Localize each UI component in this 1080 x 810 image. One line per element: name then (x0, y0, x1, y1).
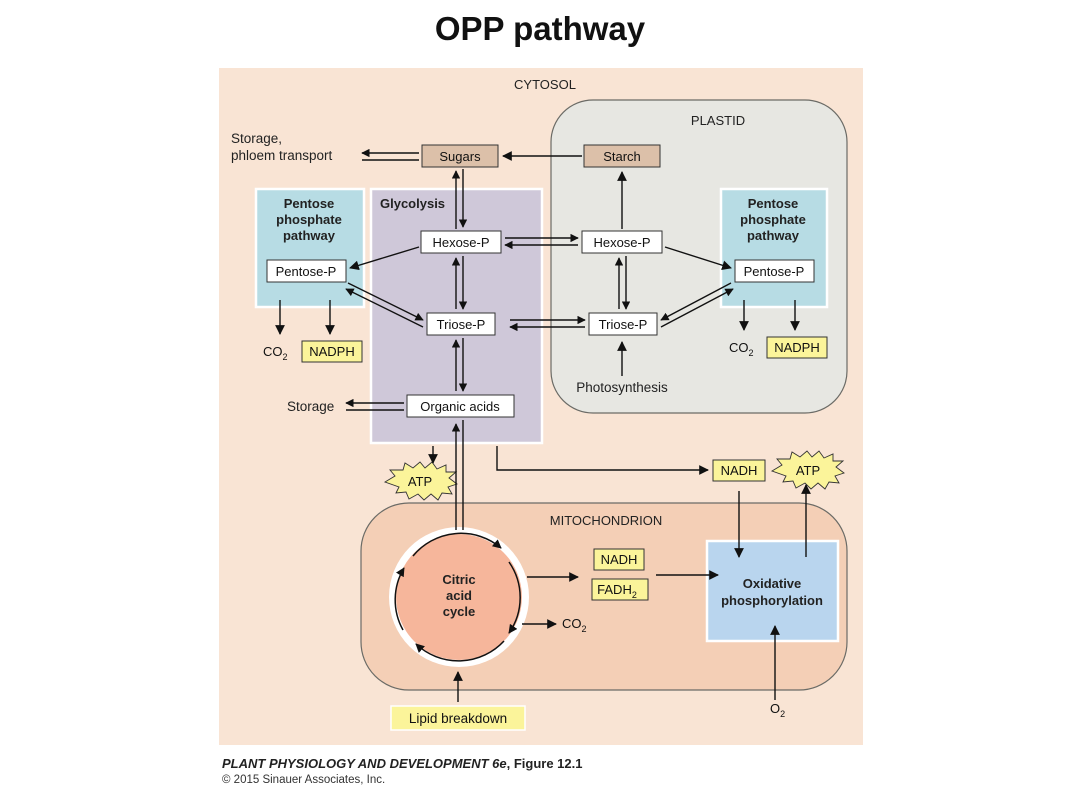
o2-label: O2 (770, 701, 785, 719)
nadph-left-box (301, 340, 363, 363)
citric-cycle-circle (396, 534, 522, 660)
triose-p-plastid-label: Triose-P (599, 317, 648, 332)
citric-line3: cycle (443, 604, 476, 619)
fadh2-box (591, 578, 649, 601)
triose-p-cytosol-box (426, 312, 496, 336)
ppp-right-panel (719, 187, 829, 309)
pentose-p-left-box (266, 259, 347, 283)
arrow-pentose-triose-right-a (660, 282, 732, 321)
lipid-breakdown-label: Lipid breakdown (409, 711, 507, 726)
arrow-pentose-triose-left-a (347, 282, 424, 321)
cycle-arrow-bottom (415, 640, 505, 662)
nadh-mito-box (593, 548, 645, 571)
atp-left-label: ATP (408, 474, 432, 489)
hexose-p-cytosol-label: Hexose-P (432, 235, 489, 250)
starch-box (583, 144, 661, 168)
ppp-left-line1: Pentose (284, 196, 335, 211)
mitochondrion-label: MITOCHONDRION (550, 513, 662, 528)
photosynthesis-label: Photosynthesis (576, 380, 668, 395)
storage-phloem-line2: phloem transport (231, 148, 333, 163)
copyright-notice: © 2015 Sinauer Associates, Inc. (222, 774, 386, 786)
atp-left-burst (383, 461, 458, 501)
co2-right-label: CO2 (729, 340, 754, 358)
starch-label: Starch (603, 149, 641, 164)
storage-label: Storage (287, 399, 334, 414)
cycle-arrow-left (394, 567, 405, 631)
citric-line1: Citric (442, 572, 475, 587)
oxphos-line2: phosphorylation (721, 593, 823, 608)
sugars-box (421, 144, 499, 168)
ppp-right-line3: pathway (747, 228, 800, 243)
pentose-p-right-box (734, 259, 815, 283)
hexose-p-plastid-box (581, 230, 663, 254)
citric-line2: acid (446, 588, 472, 603)
triose-p-cytosol-label: Triose-P (437, 317, 486, 332)
ppp-left-panel (254, 187, 366, 309)
caption-book: PLANT PHYSIOLOGY AND DEVELOPMENT 6e (222, 756, 507, 771)
nadph-right-box (766, 336, 828, 359)
organic-acids-box (406, 394, 515, 418)
lipid-breakdown-box (390, 705, 526, 731)
nadph-left-label: NADPH (309, 344, 355, 359)
caption-figure: , Figure 12.1 (506, 756, 583, 771)
oxphos-line1: Oxidative (743, 576, 802, 591)
co2-mito-label: CO2 (562, 616, 587, 634)
ppp-left-line2: phosphate (276, 212, 342, 227)
plastid-label: PLASTID (691, 113, 745, 128)
triose-p-plastid-box (588, 312, 658, 336)
cycle-arrow-right (508, 561, 521, 634)
storage-phloem-line1: Storage, (231, 131, 282, 146)
oxphos-panel (705, 539, 840, 643)
page-title: OPP pathway (434, 10, 646, 47)
cycle-arrow-top (412, 532, 502, 557)
atp-right-label: ATP (796, 463, 820, 478)
hexose-p-plastid-label: Hexose-P (593, 235, 650, 250)
nadh-mito-label: NADH (601, 552, 638, 567)
ppp-right-line2: phosphate (740, 212, 806, 227)
ppp-right-line1: Pentose (748, 196, 799, 211)
organic-acids-label: Organic acids (420, 399, 500, 414)
ppp-left-line3: pathway (283, 228, 336, 243)
hexose-p-cytosol-box (420, 230, 502, 254)
glycolysis-label: Glycolysis (380, 196, 445, 211)
co2-left-label: CO2 (263, 344, 288, 362)
nadph-right-label: NADPH (774, 340, 820, 355)
figure-caption: PLANT PHYSIOLOGY AND DEVELOPMENT 6e, Fig… (222, 756, 582, 771)
arrow-pentose-triose-right-b (660, 288, 734, 328)
arrows (275, 148, 811, 702)
sugars-label: Sugars (439, 149, 481, 164)
arrow-glycolysis-to-nadh (496, 446, 709, 475)
cytosol-label: CYTOSOL (514, 77, 576, 92)
pentose-p-right-label: Pentose-P (744, 264, 805, 279)
arrow-pentose-triose-left-b (345, 288, 424, 328)
arrow-hexose-to-pentose-left (349, 246, 420, 271)
atp-right-burst (770, 450, 845, 490)
arrow-hexose-to-pentose-right (664, 246, 732, 270)
pentose-p-left-label: Pentose-P (276, 264, 337, 279)
nadh-top-label: NADH (721, 463, 758, 478)
nadh-top-box (712, 459, 766, 482)
fadh2-label: FADH2 (597, 582, 637, 600)
